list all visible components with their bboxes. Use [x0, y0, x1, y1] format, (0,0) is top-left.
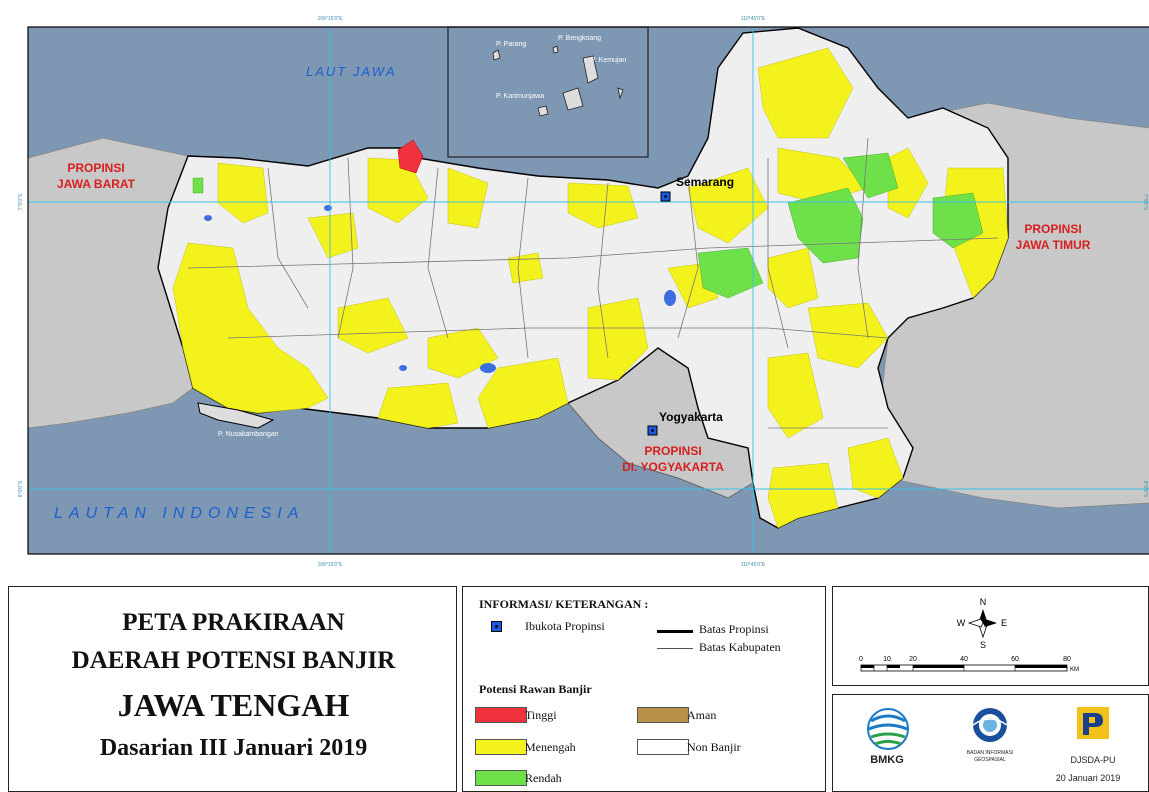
scale-unit: KM	[1070, 667, 1079, 673]
menengah-zones	[172, 47, 1009, 529]
province-label-east-1: PROPINSI	[1024, 222, 1081, 236]
tinggi-zone	[397, 139, 424, 174]
graticule-label-left-upper: 7°0'0"S	[18, 193, 24, 210]
capital-marker-dot	[664, 195, 667, 198]
island-label-kemujan: P. Kemujan	[591, 57, 626, 64]
bmkg-logo-icon	[867, 708, 909, 750]
compass-n-label: N	[980, 597, 987, 607]
graticule-label-bottom-left: 109°15'0"E	[318, 562, 343, 568]
north-arrow-icon	[967, 609, 997, 639]
island-label-nusakambangan: P. Nusakambangan	[218, 431, 279, 438]
karimunjawa-inset	[447, 26, 649, 158]
title-line-1: PETA PRAKIRAAN	[122, 609, 345, 636]
map-inner-border	[27, 26, 1149, 555]
graticule-label-top-right: 110°45'0"E	[741, 16, 766, 22]
swatch-tinggi	[475, 707, 527, 723]
prov-border-label: Batas Propinsi	[699, 622, 769, 636]
legend-label-aman: Aman	[687, 708, 717, 722]
prov-border-line	[657, 630, 693, 633]
legend-label-tinggi: Tinggi	[525, 708, 557, 722]
city-marker-dot	[651, 429, 654, 432]
bmkg-caption: BMKG	[870, 754, 904, 766]
island-label-bengkoang: P. Bengkoang	[558, 35, 601, 42]
island-label-karimunjawa: P. Karimunjawa	[496, 93, 544, 100]
sea-label-north: LAUT JAWA	[306, 64, 396, 79]
kabupaten-boundaries	[187, 137, 999, 429]
legend-label-menengah: Menengah	[525, 740, 576, 754]
scale-tick-40: 40	[960, 656, 968, 663]
capital-legend-label: Ibukota Propinsi	[525, 619, 605, 633]
sea-label-south: LAUTAN INDONESIA	[54, 505, 304, 522]
swatch-menengah	[475, 739, 527, 755]
inset-islands	[492, 45, 624, 117]
big-caption-2: GEOSPASIAL	[974, 757, 1006, 763]
map-date: 20 Januari 2019	[1055, 773, 1121, 783]
legend-label-non-banjir: Non Banjir	[687, 740, 741, 754]
scale-panel: N S W E 0 10 20 40 60 80 KM	[832, 586, 1149, 686]
scale-tick-20: 20	[909, 656, 917, 663]
legend-panel: INFORMASI/ KETERANGAN : Ibukota Propinsi…	[462, 586, 826, 792]
scale-tick-10: 10	[883, 656, 891, 663]
province-label-west-1: PROPINSI	[67, 161, 124, 175]
nusakambangan-island	[197, 402, 275, 429]
city-label-semarang: Semarang	[676, 175, 734, 189]
pu-caption: DJSDA-PU	[1070, 755, 1116, 765]
graticule-label-right-lower: 8°0'0"S	[1142, 481, 1148, 498]
swatch-non-banjir	[637, 739, 689, 755]
graticule-label-top-left: 109°15'0"E	[318, 16, 343, 22]
big-caption-1: BADAN INFORMASI	[966, 750, 1014, 756]
scale-tick-80: 80	[1063, 656, 1071, 663]
kab-border-label: Batas Kabupaten	[699, 640, 781, 654]
compass-w-label: W	[957, 618, 966, 628]
compass-and-scale: N S W E 0 10 20 40 60 80 KM	[859, 597, 1079, 673]
scale-bar	[860, 664, 1068, 672]
title-panel: PETA PRAKIRAAN DAERAH POTENSI BANJIR JAW…	[8, 586, 457, 792]
capital-legend-dot	[495, 625, 498, 628]
scale-tick-0: 0	[859, 656, 863, 663]
title-line-4: Dasarian III Januari 2019	[99, 735, 368, 761]
legend-heading: INFORMASI/ KETERANGAN :	[479, 597, 649, 611]
province-label-east-2: JAWA TIMUR	[1016, 238, 1091, 252]
compass-s-label: S	[980, 640, 986, 650]
graticule-label-right-upper: 7°0'0"S	[1142, 194, 1148, 211]
city-label-yogyakarta: Yogyakarta	[659, 410, 723, 424]
kab-border-line	[657, 648, 693, 649]
big-logo-icon	[972, 708, 1008, 742]
graticule-label-bottom-right: 110°45'0"E	[741, 562, 766, 568]
graticule-label-left-lower: 8°0'0"S	[18, 480, 24, 497]
pu-logo-icon	[1077, 707, 1109, 739]
province-label-west-2: JAWA BARAT	[57, 177, 136, 191]
compass-e-label: E	[1001, 618, 1007, 628]
graticule-lines	[28, 27, 1149, 554]
swatch-aman	[637, 707, 689, 723]
capital-legend-icon	[491, 621, 502, 632]
legend-label-rendah: Rendah	[525, 771, 562, 785]
water-bodies	[204, 205, 676, 373]
island-label-parang: P. Parang	[496, 41, 526, 48]
scale-tick-60: 60	[1011, 656, 1019, 663]
logo-panel: BMKG BADAN INFORMASI GEOSPASIAL DJSDA-PU…	[832, 694, 1149, 792]
swatch-rendah	[475, 770, 527, 786]
flood-potential-map: P. Parang P. Bengkoang P. Kemujan P. Kar…	[8, 8, 1149, 576]
province-label-south-1: PROPINSI	[644, 444, 701, 458]
risk-heading: Potensi Rawan Banjir	[479, 682, 592, 696]
title-line-3: JAWA TENGAH	[117, 687, 350, 723]
title-line-2: DAERAH POTENSI BANJIR	[71, 647, 396, 674]
province-label-south-2: DI. YOGYAKARTA	[622, 460, 724, 474]
